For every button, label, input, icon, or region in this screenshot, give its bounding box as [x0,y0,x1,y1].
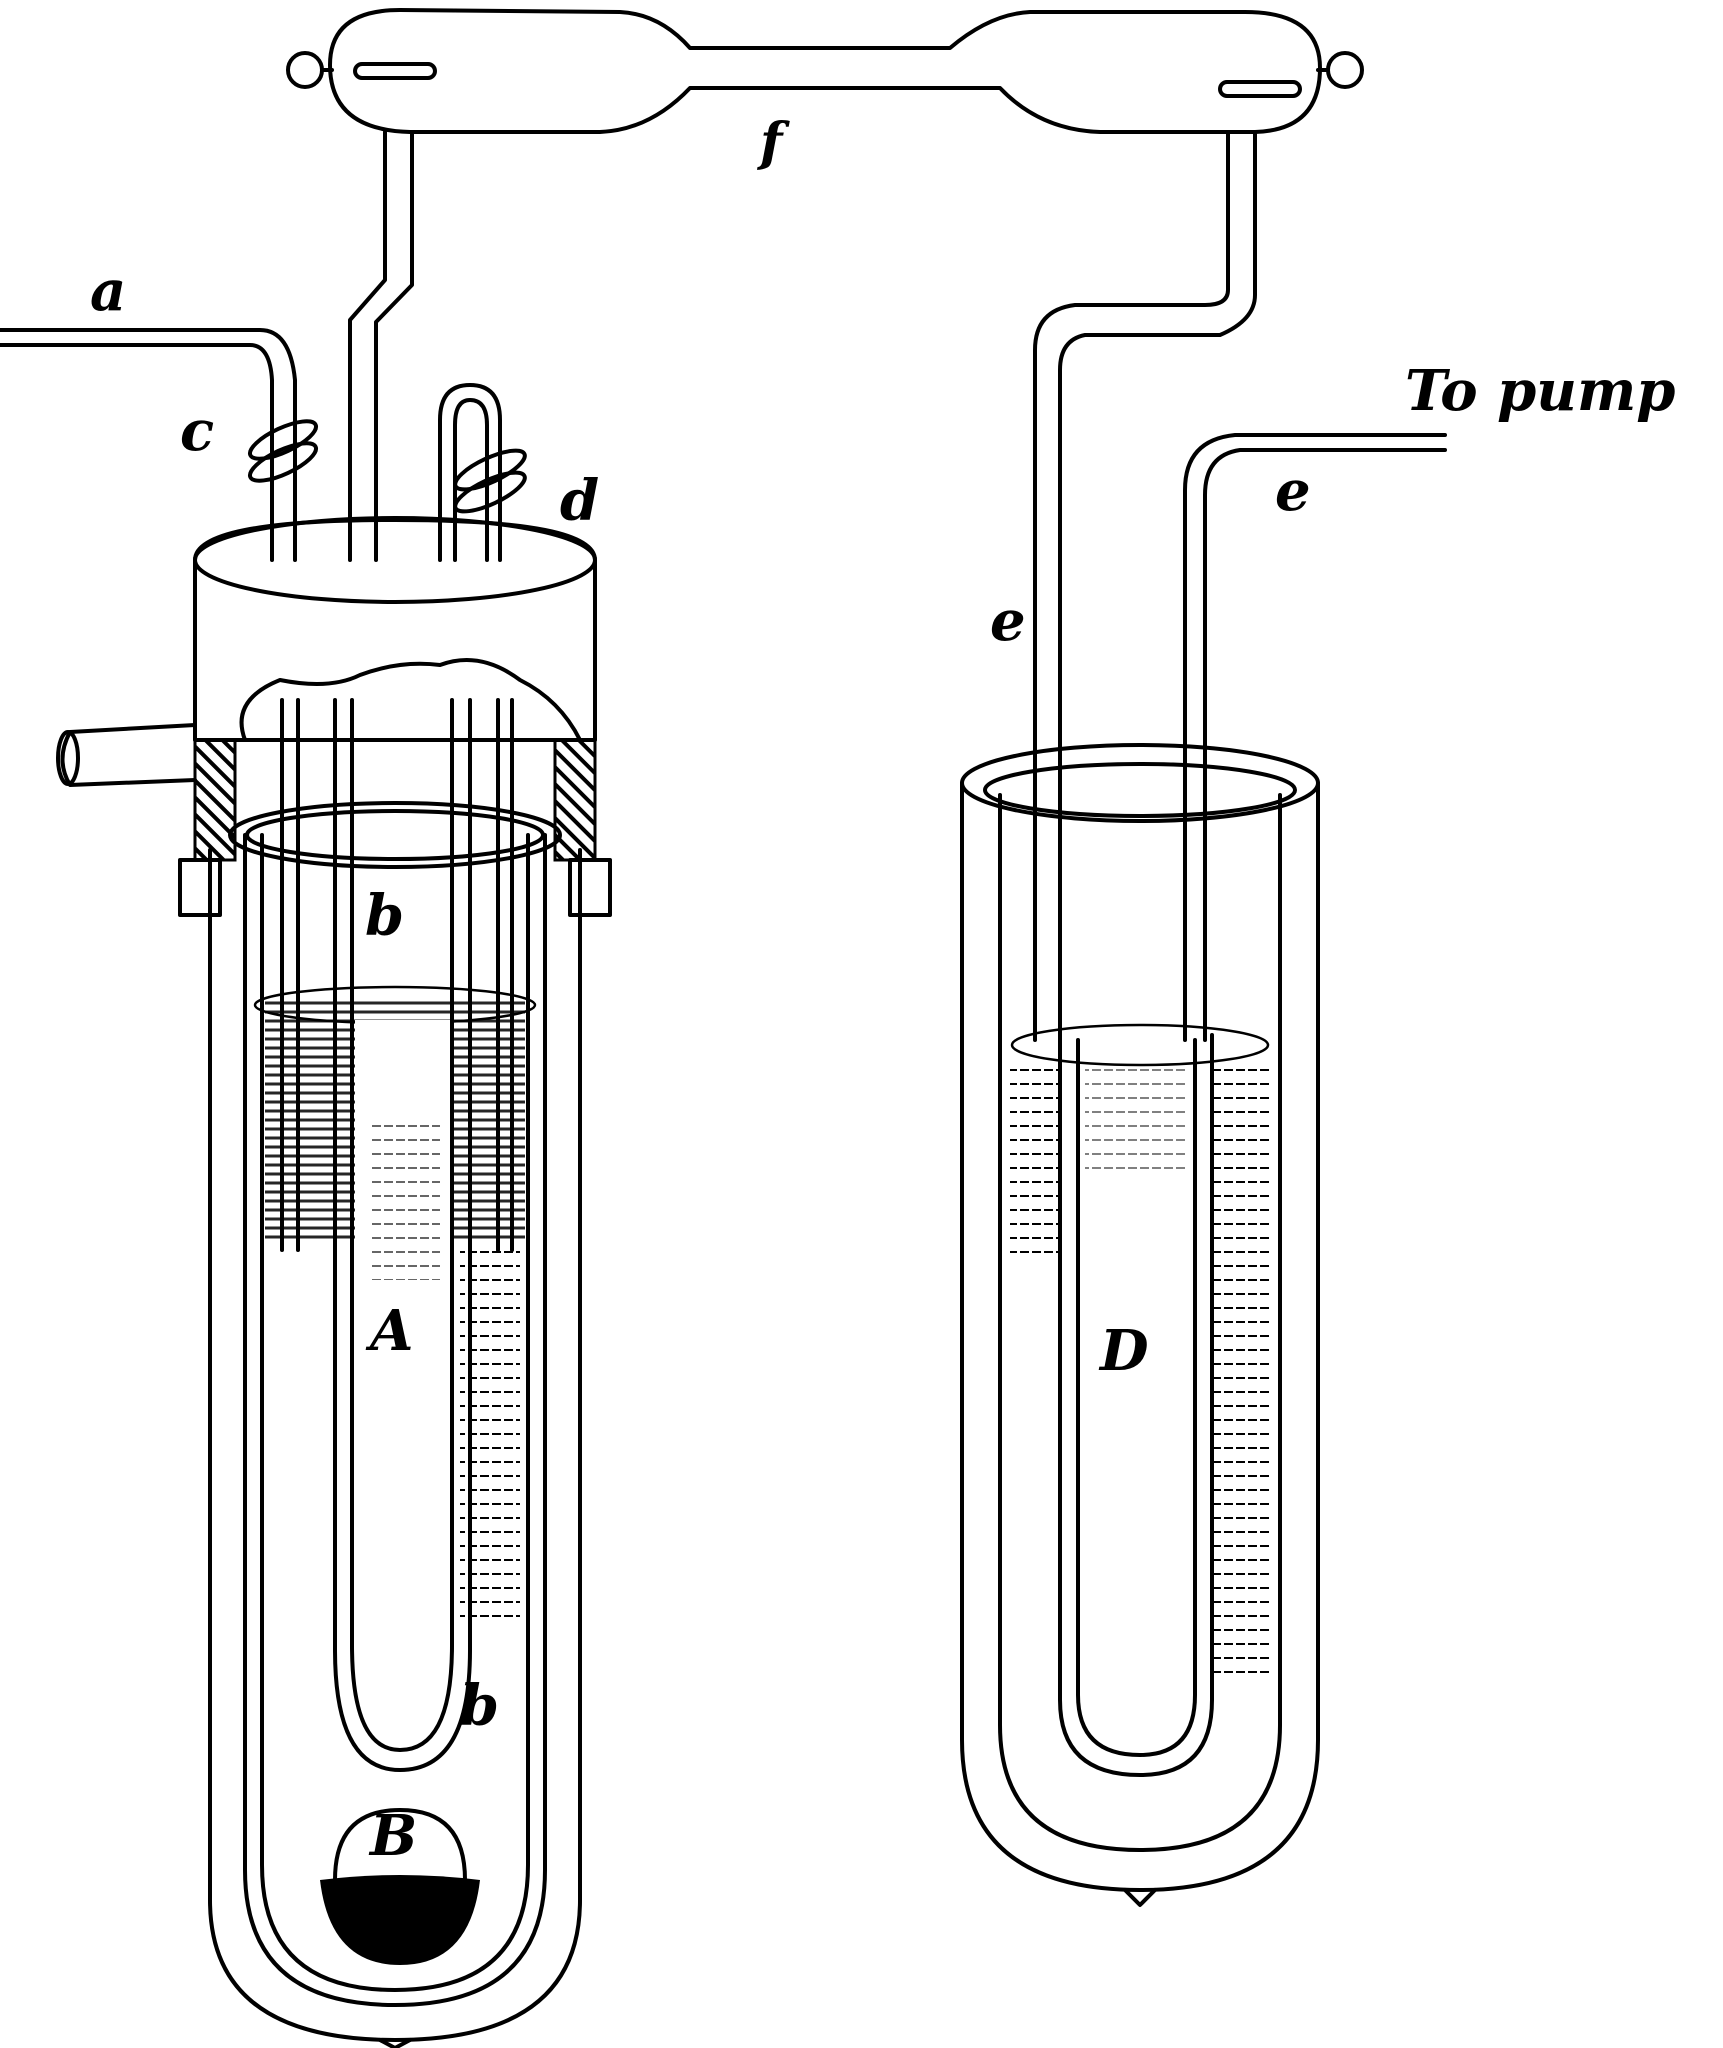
label-b-upper: b [365,883,404,949]
label-a: a [90,258,126,324]
right-vessel-D [960,433,1447,1907]
connecting-tube-f [286,8,1364,134]
labels: a c d f b A b B e e To pump D [90,112,1675,1869]
label-A: A [365,1298,413,1364]
label-b-lower: b [460,1673,499,1739]
label-d: d [560,468,599,534]
label-e-left: e [990,588,1026,654]
label-c: c [180,398,214,464]
label-f: f [756,112,790,173]
label-B: B [368,1803,417,1869]
label-to-pump: To pump [1405,358,1675,424]
label-e-right: e [1275,458,1311,524]
left-apparatus [0,328,612,2048]
label-D: D [1098,1318,1149,1384]
